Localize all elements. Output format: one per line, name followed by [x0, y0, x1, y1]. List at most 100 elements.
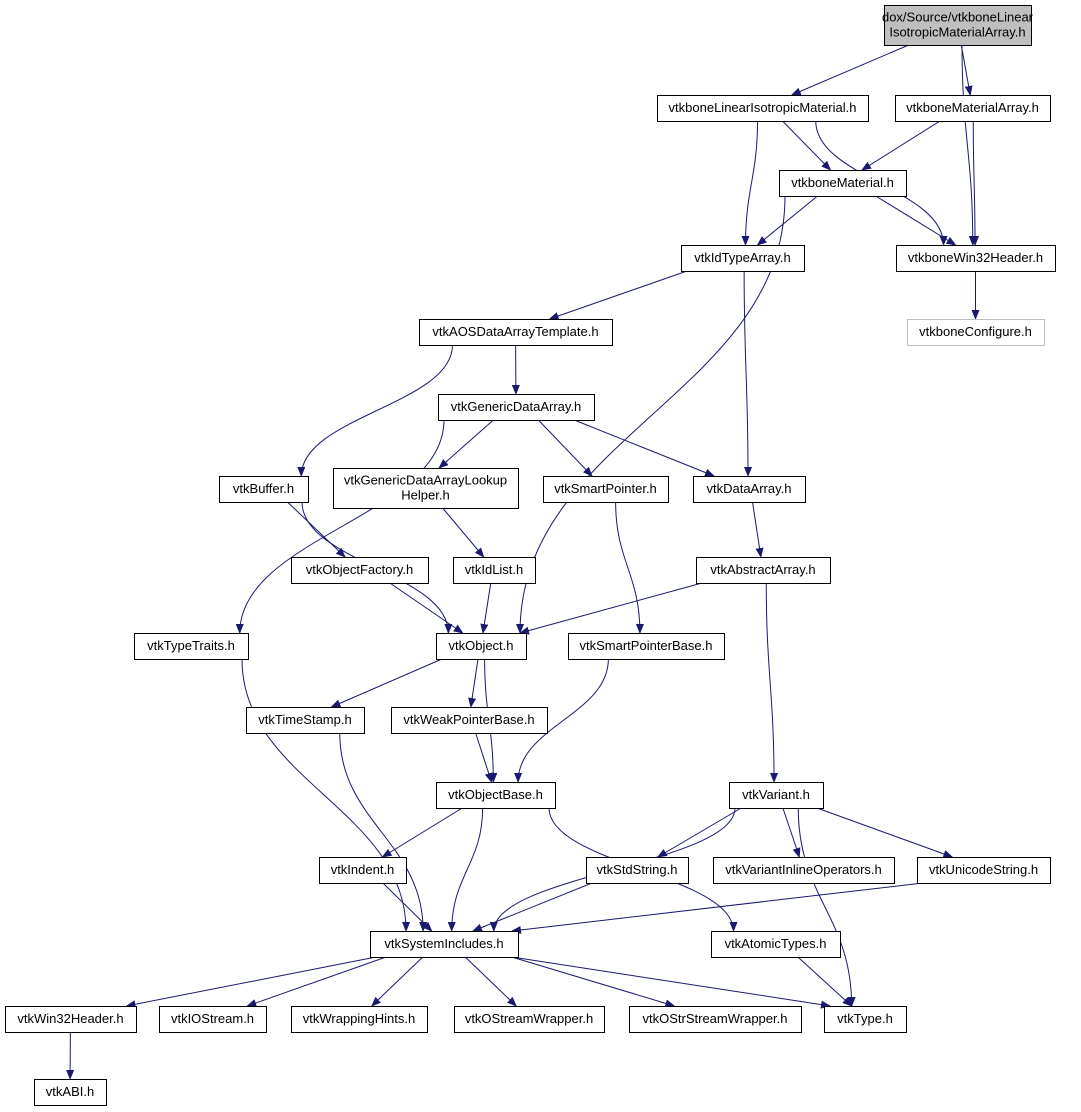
node-box — [438, 394, 595, 421]
edge-ob-to-ind — [381, 807, 463, 858]
node-label: vtkIdList.h — [465, 562, 524, 577]
node-label: IsotropicMaterialArray.h — [889, 25, 1025, 40]
node-vtksmartpointerbase-h[interactable]: vtkSmartPointerBase.h — [568, 633, 725, 660]
node-vtkbuffer-h[interactable]: vtkBuffer.h — [219, 476, 309, 503]
node-vtkaosdataarraytemplate-h[interactable]: vtkAOSDataArrayTemplate.h — [419, 319, 613, 346]
node-box — [543, 476, 669, 503]
node-vtktype-h[interactable]: vtkType.h — [824, 1006, 907, 1033]
node-vtkbonewin32header-h[interactable]: vtkboneWin32Header.h — [896, 245, 1056, 272]
node-label: vtkBuffer.h — [233, 481, 294, 496]
node-vtkstdstring-h[interactable]: vtkStdString.h — [586, 857, 689, 884]
node-label: vtkABI.h — [46, 1084, 94, 1099]
node-label: vtkSmartPointerBase.h — [580, 638, 713, 653]
node-vtkostrstreamwrapper-h[interactable]: vtkOStrStreamWrapper.h — [629, 1006, 802, 1033]
node-vtkbonelinearisotropicmaterial-h[interactable]: vtkboneLinearIsotropicMaterial.h — [657, 95, 869, 122]
node-box — [586, 857, 689, 884]
node-label: vtkTimeStamp.h — [258, 712, 351, 727]
node-box — [917, 857, 1051, 884]
edge-spb-to-ob — [514, 658, 609, 783]
edge-root-to-win32b — [961, 44, 977, 246]
node-vtktypetraits-h[interactable]: vtkTypeTraits.h — [134, 633, 249, 660]
node-vtkabstractarray-h[interactable]: vtkAbstractArray.h — [696, 557, 831, 584]
edge-si-to-ios — [246, 956, 387, 1007]
node-vtkbonematerialarray-h[interactable]: vtkboneMaterialArray.h — [895, 95, 1051, 122]
edge-obj-to-ts — [330, 658, 443, 708]
node-label: vtkOStreamWrapper.h — [465, 1011, 593, 1026]
node-box — [824, 1006, 907, 1033]
node-box — [884, 5, 1032, 46]
edge-da-to-aa — [752, 501, 764, 558]
node-label: vtkWeakPointerBase.h — [403, 712, 534, 727]
node-box — [729, 782, 824, 809]
node-vtkiostream-h[interactable]: vtkIOStream.h — [159, 1006, 267, 1033]
edge-gda-to-sp — [538, 419, 593, 477]
node-vtkgenericdataarray-h[interactable]: vtkGenericDataArray.h — [438, 394, 595, 421]
node-box — [436, 633, 527, 660]
node-label: vtkWrappingHints.h — [303, 1011, 415, 1026]
node-vtkdataarray-h[interactable]: vtkDataArray.h — [693, 476, 806, 503]
node-box — [629, 1006, 802, 1033]
edge-gdal-to-idl — [442, 507, 485, 558]
node-dox-source-vtkbonelinearisotropicmaterialarray-h[interactable]: dox/Source/vtkboneLinearIsotropicMateria… — [882, 5, 1034, 46]
node-label: dox/Source/vtkboneLinear — [882, 10, 1034, 25]
edge-buf-to-of — [287, 501, 346, 558]
node-vtkidtypearray-h[interactable]: vtkIdTypeArray.h — [681, 245, 805, 272]
node-label: vtkIOStream.h — [171, 1011, 254, 1026]
node-label: vtkOStrStreamWrapper.h — [643, 1011, 788, 1026]
edge-ss-to-si — [472, 882, 593, 932]
node-vtkostreamwrapper-h[interactable]: vtkOStreamWrapper.h — [454, 1006, 605, 1033]
edge-idl-to-obj — [480, 582, 492, 634]
node-vtkvariantinlineoperators-h[interactable]: vtkVariantInlineOperators.h — [713, 857, 895, 884]
edge-gda-to-tt — [235, 419, 445, 634]
node-label: vtkVariantInlineOperators.h — [725, 862, 882, 877]
node-box — [454, 1006, 605, 1033]
edge-si-to-ossw — [511, 956, 676, 1008]
node-box — [370, 931, 519, 958]
node-vtksystemincludes-h[interactable]: vtkSystemIncludes.h — [370, 931, 519, 958]
node-label: vtkAOSDataArrayTemplate.h — [432, 324, 598, 339]
edge-linIso-to-mat — [782, 120, 832, 171]
node-vtkvariant-h[interactable]: vtkVariant.h — [729, 782, 824, 809]
node-label: vtkboneMaterial.h — [791, 175, 894, 190]
node-vtkweakpointerbase-h[interactable]: vtkWeakPointerBase.h — [391, 707, 548, 734]
node-box — [5, 1006, 137, 1033]
node-label: vtkGenericDataArrayLookup — [344, 473, 507, 488]
node-vtktimestamp-h[interactable]: vtkTimeStamp.h — [246, 707, 365, 734]
node-box — [436, 782, 556, 809]
node-vtkwrappinghints-h[interactable]: vtkWrappingHints.h — [291, 1006, 428, 1033]
node-box — [291, 557, 429, 584]
node-vtkindent-h[interactable]: vtkIndent.h — [319, 857, 407, 884]
edge-aos-to-buf — [297, 344, 453, 477]
node-box — [693, 476, 806, 503]
node-box — [134, 633, 249, 660]
node-vtkobjectfactory-h[interactable]: vtkObjectFactory.h — [291, 557, 429, 584]
node-label: vtkboneMaterialArray.h — [906, 100, 1039, 115]
edge-wpb-to-ob — [475, 732, 493, 783]
node-vtkidlist-h[interactable]: vtkIdList.h — [453, 557, 536, 584]
node-box — [219, 476, 309, 503]
edge-si-to-wh — [371, 956, 424, 1007]
node-box — [419, 319, 613, 346]
edge-ob-to-si — [447, 807, 484, 932]
edge-idType-to-aos — [548, 270, 688, 320]
edge-linIso-to-idType — [741, 120, 758, 246]
edge-var-to-ss — [656, 807, 742, 858]
node-vtkobjectbase-h[interactable]: vtkObjectBase.h — [436, 782, 556, 809]
node-vtkbonematerial-h[interactable]: vtkboneMaterial.h — [779, 170, 907, 197]
node-vtkabi-h[interactable]: vtkABI.h — [34, 1079, 107, 1106]
edge-var-to-type — [797, 807, 856, 1007]
node-box — [453, 557, 536, 584]
node-label: vtkWin32Header.h — [17, 1011, 123, 1026]
edge-var-to-us — [816, 807, 954, 858]
node-label: vtkObjectBase.h — [448, 787, 543, 802]
node-label: vtkAbstractArray.h — [710, 562, 815, 577]
node-vtksmartpointer-h[interactable]: vtkSmartPointer.h — [543, 476, 669, 503]
node-vtkunicodestring-h[interactable]: vtkUnicodeString.h — [917, 857, 1051, 884]
node-vtkwin32header-h[interactable]: vtkWin32Header.h — [5, 1006, 137, 1033]
node-vtkboneconfigure-h: vtkboneConfigure.h — [907, 319, 1045, 346]
node-vtkatomictypes-h[interactable]: vtkAtomicTypes.h — [711, 931, 841, 958]
node-box — [895, 95, 1051, 122]
edge-si-to-type — [511, 956, 831, 1009]
node-vtkobject-h[interactable]: vtkObject.h — [436, 633, 527, 660]
